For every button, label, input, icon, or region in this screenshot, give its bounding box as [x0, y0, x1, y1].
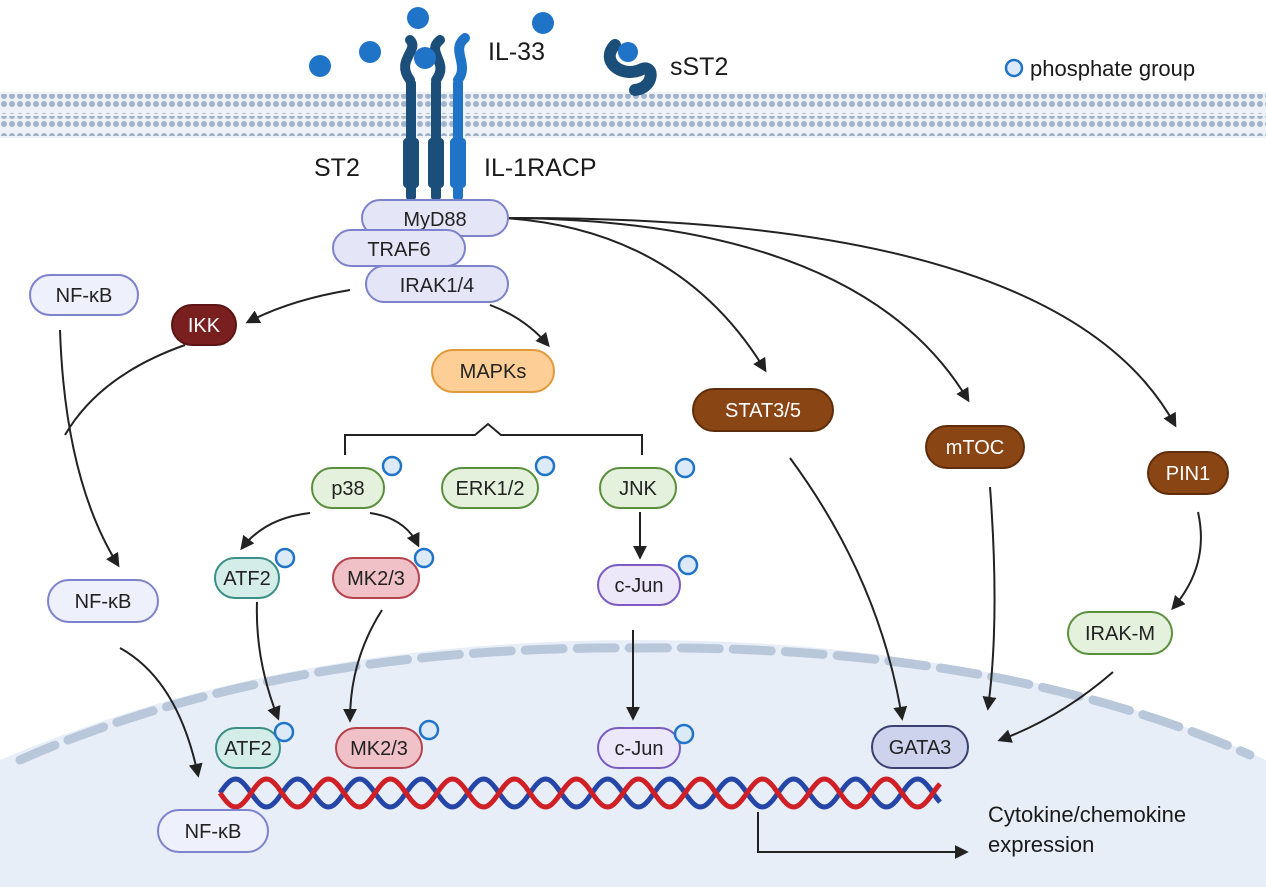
phosphate-icon — [274, 547, 296, 569]
irak14-node: IRAK1/4 — [365, 265, 509, 303]
cjun-nuc-node: c-Jun — [597, 723, 695, 769]
cjun-cyto-label: c-Jun — [615, 575, 664, 597]
stat35-node: STAT3/5 — [692, 388, 834, 432]
ikk-node: IKK — [171, 304, 237, 346]
mapks-node: MAPKs — [431, 349, 555, 393]
plasma-membrane — [0, 92, 1266, 138]
nfkb-mid-node: NF-κB — [47, 579, 159, 623]
atf2-nuc-node: ATF2 — [215, 721, 295, 769]
pin1-label: PIN1 — [1166, 463, 1210, 485]
dna-double-helix — [217, 776, 942, 810]
dna-strand-red — [217, 776, 942, 810]
irakm-label: IRAK-M — [1085, 623, 1155, 645]
mk23-cyto-node: MK2/3 — [332, 547, 435, 599]
mk23-nuc-label: MK2/3 — [350, 738, 408, 760]
dna-strand-blue — [217, 776, 942, 810]
phosphate-icon — [677, 554, 699, 576]
pathway-nodes: MyD88 TRAF6 IRAK1/4 NF-κB IKK MAPKs NF-κ… — [29, 199, 1229, 857]
sst2-label: sST2 — [670, 53, 728, 81]
erk12-node: ERK1/2 — [441, 455, 556, 509]
myd88-node: MyD88 — [361, 199, 509, 237]
traf6-label: TRAF6 — [367, 239, 430, 261]
p38-label: p38 — [331, 478, 364, 500]
mapk-branch-bracket — [344, 422, 643, 455]
jnk-label: JNK — [619, 478, 657, 500]
atf2-nuc-label: ATF2 — [224, 738, 271, 760]
gata3-label: GATA3 — [889, 737, 952, 759]
gata3-node: GATA3 — [871, 725, 969, 769]
phosphate-legend-label: phosphate group — [1030, 56, 1195, 81]
nfkb-nuc-label: NF-κB — [185, 821, 242, 843]
erk12-label: ERK1/2 — [456, 478, 525, 500]
pathway-arrows — [59, 216, 1202, 859]
mapks-label: MAPKs — [460, 361, 527, 383]
nfkb-top-node: NF-κB — [29, 274, 139, 316]
st2-il1racp-receptor-complex — [400, 33, 470, 200]
mk23-cyto-label: MK2/3 — [347, 568, 405, 590]
phosphate-icon — [534, 455, 556, 477]
phosphate-icon — [381, 455, 403, 477]
il33-ligand-dots — [309, 7, 638, 77]
nfkb-top-label: NF-κB — [56, 285, 113, 307]
irak14-label: IRAK1/4 — [400, 275, 474, 297]
mtoc-node: mTOC — [925, 425, 1025, 469]
il33-label: IL-33 — [488, 38, 545, 66]
nfkb-nuc-node: NF-κB — [157, 809, 269, 853]
stat35-label: STAT3/5 — [725, 400, 801, 422]
il1racp-label: IL-1RACP — [484, 154, 597, 182]
st2-label: ST2 — [314, 154, 360, 182]
legend: phosphate group — [1004, 56, 1195, 81]
nuclear-membrane-dashed — [15, 643, 1255, 765]
sst2-soluble-receptor — [603, 39, 657, 96]
mk23-nuc-node: MK2/3 — [335, 719, 440, 769]
output-label-line2: expression — [988, 832, 1094, 857]
irakm-node: IRAK-M — [1067, 611, 1173, 655]
nfkb-mid-label: NF-κB — [75, 591, 132, 613]
phosphate-icon — [273, 721, 295, 743]
phosphate-icon — [673, 723, 695, 745]
output-label-line1: Cytokine/chemokine — [988, 802, 1186, 827]
phosphate-icon — [413, 547, 435, 569]
jnk-node: JNK — [599, 457, 696, 509]
mtoc-label: mTOC — [946, 437, 1005, 459]
atf2-cyto-label: ATF2 — [223, 568, 270, 590]
pin1-node: PIN1 — [1147, 451, 1229, 495]
phosphate-legend-icon — [1004, 58, 1024, 78]
traf6-node: TRAF6 — [332, 229, 466, 267]
phosphate-icon — [674, 457, 696, 479]
phosphate-icon — [418, 719, 440, 741]
myd88-label: MyD88 — [403, 209, 466, 231]
ikk-label: IKK — [188, 315, 221, 337]
atf2-cyto-node: ATF2 — [214, 547, 296, 599]
p38-node: p38 — [311, 455, 403, 509]
cjun-cyto-node: c-Jun — [597, 554, 699, 606]
cjun-nuc-label: c-Jun — [615, 738, 664, 760]
